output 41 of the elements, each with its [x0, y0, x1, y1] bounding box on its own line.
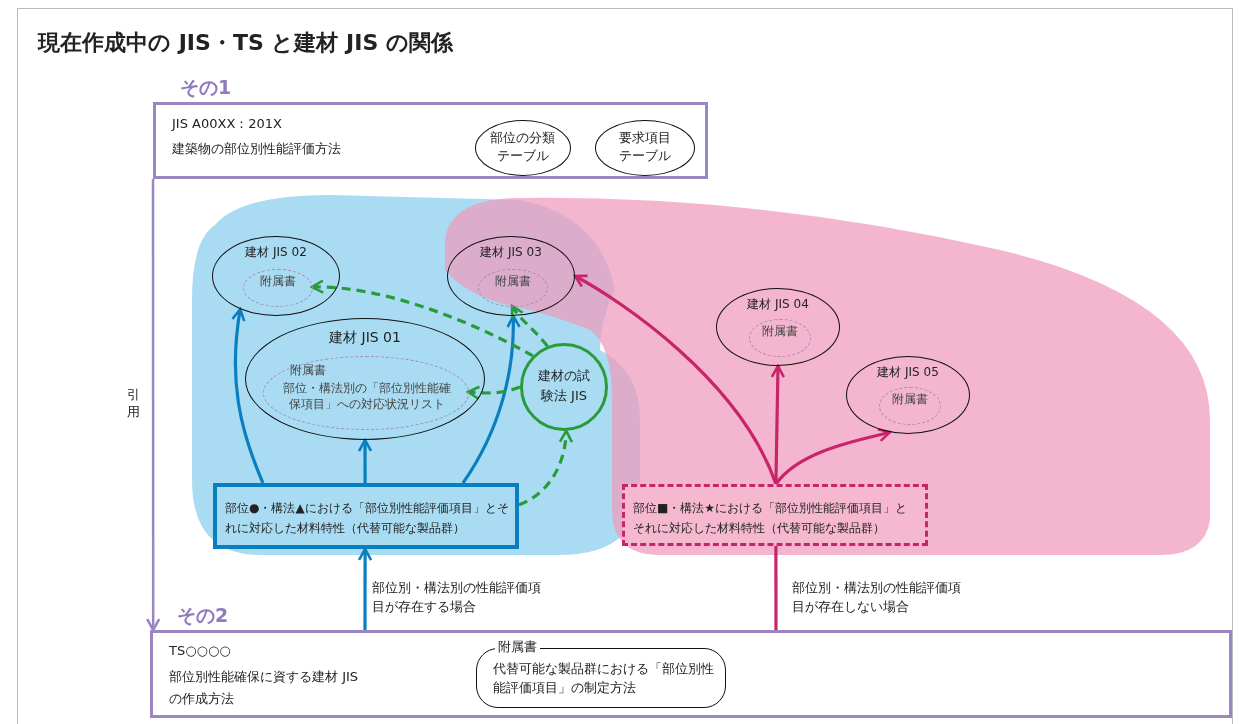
arrow: [461, 314, 521, 484]
arrow: [510, 304, 549, 348]
section-heading: その2: [177, 603, 229, 628]
box-text: TS○○○○: [169, 643, 231, 658]
box-text: 建築物の部位別性能評価方法: [172, 140, 342, 158]
test-method-circle: [520, 343, 608, 431]
box-text: 部位■・構法★における「部位別性能評価項目」とそれに対応した材料特性（代替可能な製品群）: [633, 500, 909, 537]
edge-label: 部位別・構法別の性能評価項目が存在する場合: [372, 578, 542, 616]
arrow: [310, 279, 534, 358]
diagram-title: 現在作成中の JIS・TS と建材 JIS の関係: [38, 29, 453, 57]
box-text: 部位●・構法▲における「部位別性能評価項目」とそれに対応した材料特性（代替可能な製品群）: [225, 500, 509, 537]
box-text: 代替可能な製品群における「部位別性能評価項目」の制定方法: [493, 660, 715, 697]
arrow: [466, 385, 521, 401]
arrow: [231, 307, 265, 484]
ellipse-label: 附属書: [260, 274, 296, 289]
ellipse-label: 建材 JIS 04: [747, 296, 809, 313]
ellipse-label: 建材 JIS 03: [480, 244, 542, 261]
edge-label: 部位別・構法別の性能評価項目が存在しない場合: [792, 578, 962, 616]
annex-heading: 附属書: [495, 639, 540, 656]
ellipse-label: 建材 JIS 02: [245, 244, 307, 261]
arrow: [357, 438, 373, 483]
ellipse-label: 建材 JIS 01: [329, 329, 401, 347]
section-heading: その1: [180, 75, 232, 100]
ellipse-label: 附属書: [762, 324, 798, 339]
arrow: [357, 547, 373, 630]
arrow: [518, 429, 573, 507]
ellipse-label: 部位・構法別の「部位別性能確保項目」への対応状況リスト: [282, 380, 452, 412]
arrow: [145, 179, 161, 632]
ellipse-label: 附属書: [495, 274, 531, 289]
circle-label: 建材の試験法 JIS: [537, 367, 591, 405]
ellipse-label: 要求項目テーブル: [618, 129, 671, 165]
connector-line: [774, 546, 778, 630]
ellipse-label: 附属書: [892, 392, 928, 407]
box-text: 部位別性能確保に資する建材 JIS の作成方法: [169, 668, 359, 708]
box-text: JIS A00XX：201X: [172, 115, 283, 133]
ellipse-label: 建材 JIS 05: [877, 364, 939, 381]
product-group-box: [622, 484, 928, 546]
product-group-box: [213, 483, 519, 549]
ellipse-label: 附属書: [290, 362, 326, 379]
arrow: [774, 427, 892, 486]
ellipse-label: 部位の分類テーブル: [489, 129, 556, 165]
